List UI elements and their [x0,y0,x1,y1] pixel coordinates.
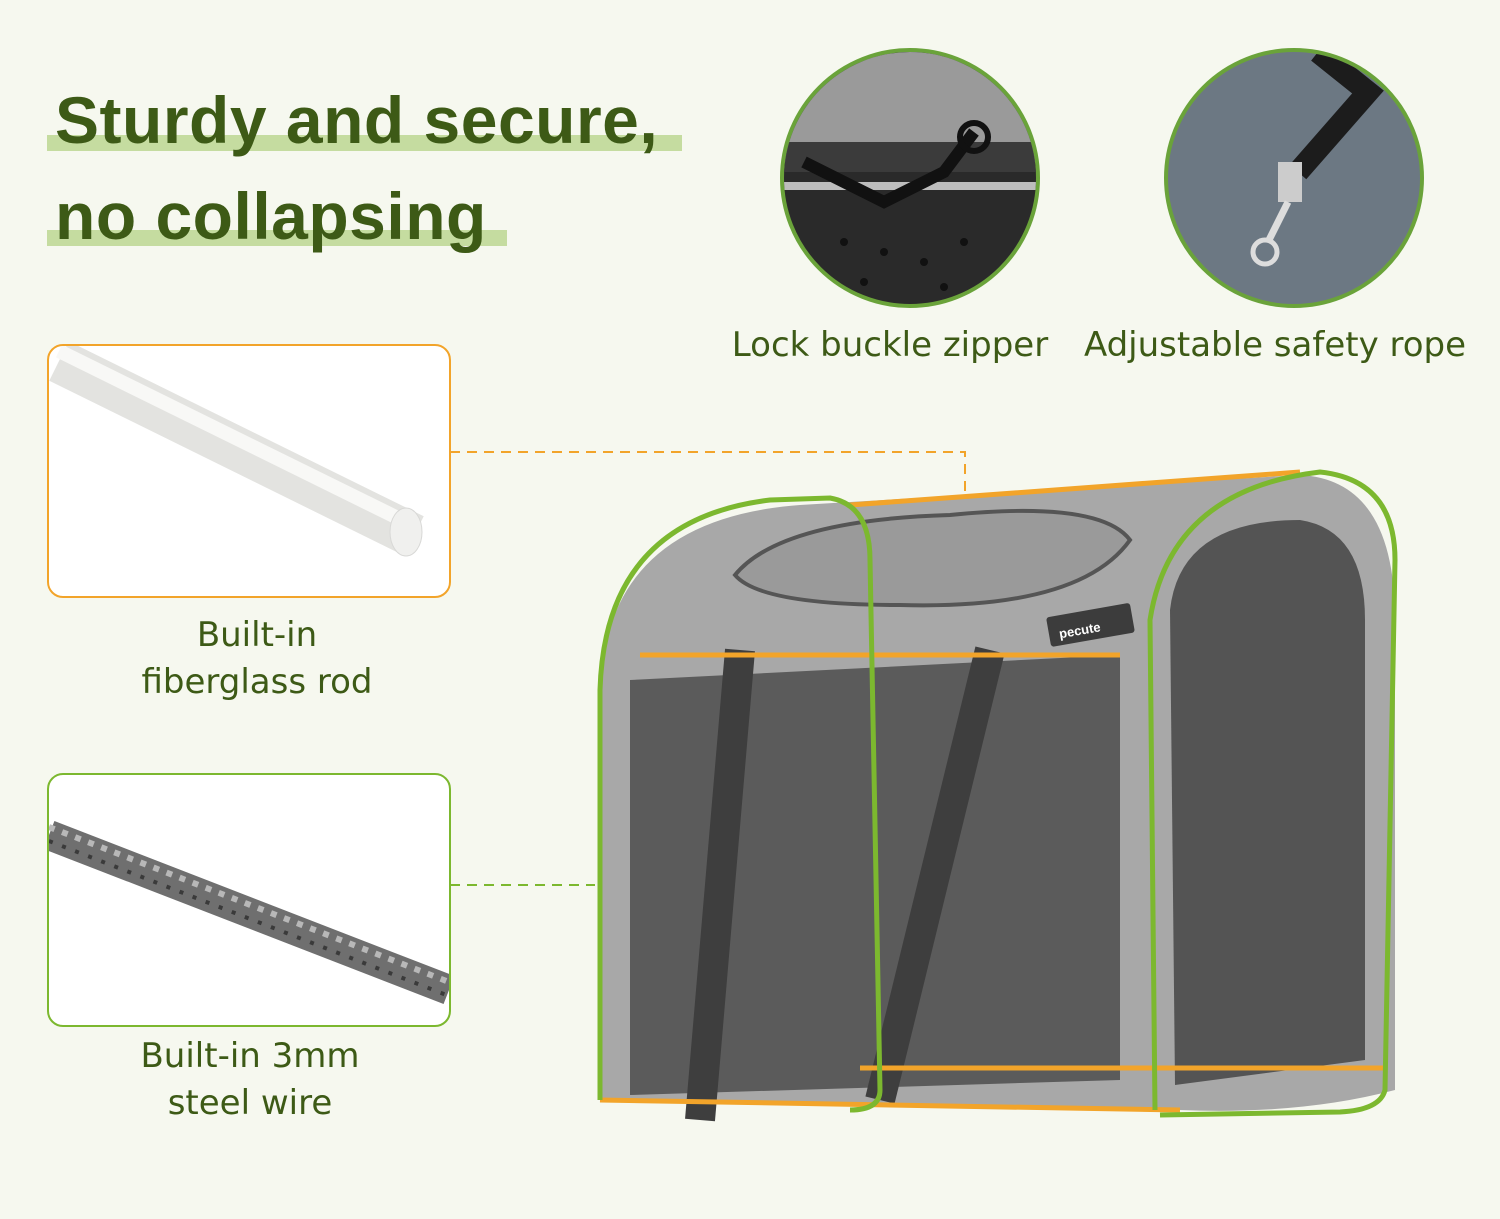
brand-logo: pecute [1058,619,1102,641]
headline-line-1: Sturdy and secure, [55,83,659,157]
fiberglass-rod-caption-line-2: fiberglass rod [141,662,373,702]
steel-wire-frame [597,469,1398,1118]
strap [865,646,1005,1104]
steel-wire-caption: Built-in 3mm steel wire [40,1033,460,1127]
headline-highlight [47,135,682,151]
fiberglass-rod-caption-line-1: Built-in [196,615,318,655]
lock-buckle-zipper-image [780,48,1040,308]
fiberglass-rod-image [47,344,451,598]
feature-label-safety-rope: Adjustable safety rope [1083,325,1467,365]
fiberglass-rod-caption: Built-in fiberglass rod [47,612,467,706]
side-mesh [1170,520,1365,1085]
steel-wire-caption-line-2: steel wire [167,1083,333,1123]
headline-highlight [47,230,507,246]
carrier-body [600,475,1395,1111]
headline-line-2: no collapsing [55,179,487,253]
steel-wire-caption-line-1: Built-in 3mm [140,1036,360,1076]
steel-wire-image [47,773,451,1027]
front-mesh [630,655,1120,1095]
top-flap [732,508,1133,608]
strap [685,648,755,1122]
feature-label-lock-buckle-zipper: Lock buckle zipper [731,325,1049,365]
safety-rope-image [1164,48,1424,308]
brand-logo-badge [1046,603,1135,647]
rod-leader-line [450,451,966,495]
fiberglass-rod-frame [599,469,1385,1113]
